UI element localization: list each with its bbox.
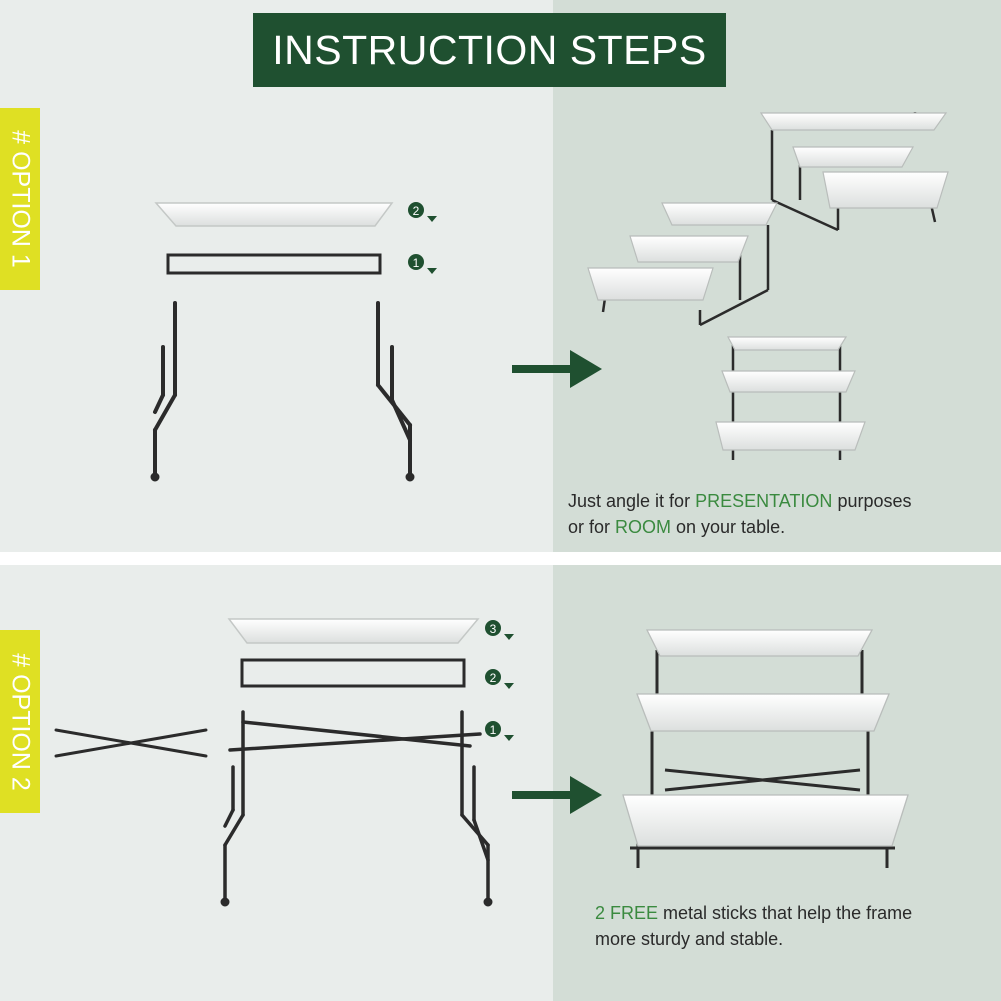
- arrow-right-icon: [512, 776, 602, 814]
- caption-highlight: 2 FREE: [595, 903, 659, 923]
- svg-text:2: 2: [413, 204, 420, 218]
- stick-left-b: [54, 728, 208, 758]
- step-number-icon: 1: [485, 721, 514, 741]
- step-number-icon: 3: [485, 620, 514, 640]
- caption-text: more sturdy and stable.: [595, 929, 784, 949]
- arrow-right-icon: [512, 350, 602, 388]
- caption-text: Just angle it for: [568, 491, 696, 511]
- caption-highlight: ROOM: [615, 517, 672, 537]
- stand-legs: [153, 301, 412, 477]
- svg-text:1: 1: [413, 256, 420, 270]
- caption-highlight: PRESENTATION: [695, 491, 833, 511]
- frame-top-step1: [166, 253, 382, 275]
- option1-assembled-stand-back: [759, 112, 949, 232]
- frame-top-step2: [240, 658, 466, 688]
- svg-text:3: 3: [490, 622, 497, 636]
- option1-left-panel: [0, 0, 553, 552]
- step-number-icon: 2: [408, 202, 437, 222]
- step-number-icon: 1: [408, 254, 437, 274]
- option1-caption: Just angle it for PRESENTATION purposes …: [568, 488, 988, 540]
- svg-text:1: 1: [490, 723, 497, 737]
- option1-assembled-stand-front: [587, 202, 778, 327]
- tray-step3: [227, 618, 480, 644]
- tray-step2: [154, 202, 394, 227]
- option2-exploded-view: [54, 618, 493, 907]
- page-title: INSTRUCTION STEPS: [253, 13, 726, 87]
- option1-label: # OPTION 1: [0, 108, 40, 290]
- caption-text: metal sticks that help the frame: [658, 903, 913, 923]
- caption-text: or for: [568, 517, 616, 537]
- step-number-icon: 2: [485, 669, 514, 689]
- option2-label: # OPTION 2: [0, 630, 40, 813]
- caption-text: on your table.: [671, 517, 786, 537]
- option1-exploded-view: [150, 202, 415, 482]
- svg-text:2: 2: [490, 671, 497, 685]
- option2-assembled-stand: [622, 629, 909, 868]
- option2-caption: 2 FREE metal sticks that help the frame …: [595, 900, 995, 952]
- caption-text: purposes: [832, 491, 912, 511]
- option1-assembled-stand-straight: [715, 336, 866, 460]
